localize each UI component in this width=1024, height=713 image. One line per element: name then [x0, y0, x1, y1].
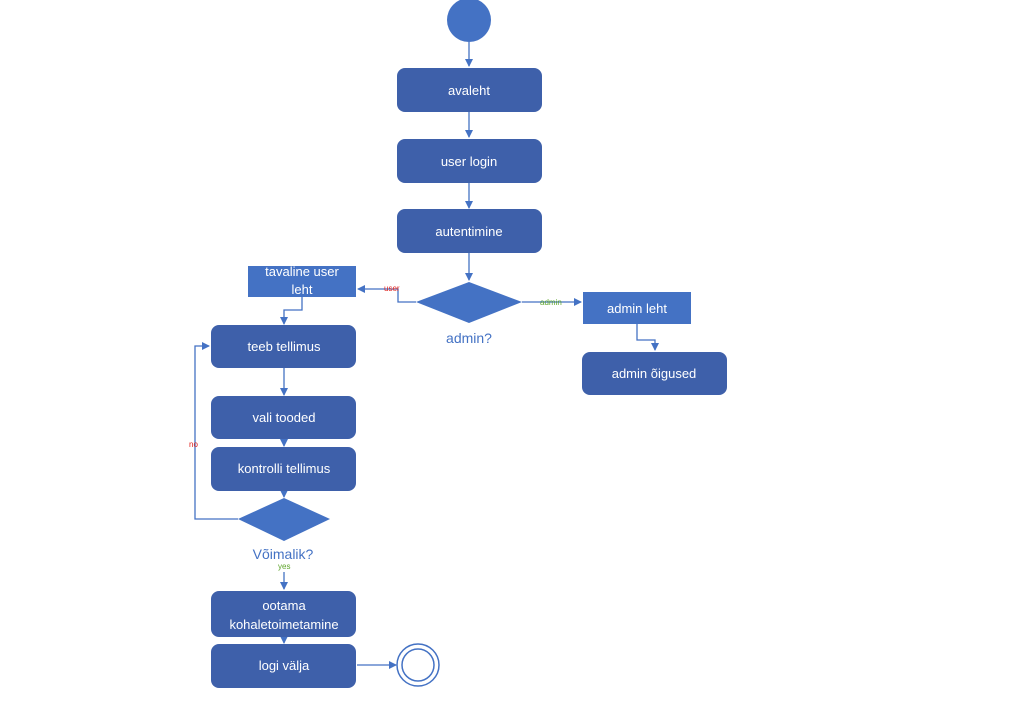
node-autentimine-label: autentimine	[435, 224, 502, 239]
node-ootama-label-line1: ootama	[262, 598, 306, 613]
edge-adminleht-oigused	[636, 324, 659, 351]
start-node	[447, 0, 491, 42]
node-tavaline-label-line2: leht	[292, 282, 313, 297]
node-autentimine: autentimine	[397, 209, 542, 253]
node-kontrolli-tellimus-label: kontrolli tellimus	[238, 461, 331, 476]
edge-decision-user	[357, 285, 416, 303]
node-ootama-label-line2: kohaletoimetamine	[229, 617, 338, 632]
node-logi-valja: logi välja	[211, 644, 356, 688]
node-teeb-tellimus-label: teeb tellimus	[248, 339, 321, 354]
node-vali-tooded: vali tooded	[211, 396, 356, 439]
node-teeb-tellimus: teeb tellimus	[211, 325, 356, 368]
end-node	[396, 643, 440, 687]
edge-label-no: no	[189, 440, 198, 449]
edge-voimalik-no-loop	[194, 342, 238, 520]
edges	[194, 42, 659, 669]
edge-label-yes: yes	[278, 562, 290, 571]
node-avaleht: avaleht	[397, 68, 542, 112]
node-vali-tooded-label: vali tooded	[253, 410, 316, 425]
edge-label-admin: admin	[540, 298, 562, 307]
node-tavaline-label-line1: tavaline user	[265, 264, 339, 279]
decision-voimalik-label: Võimalik?	[253, 546, 314, 562]
decision-admin	[416, 282, 522, 323]
node-tavaline-user-leht: tavaline user leht	[248, 264, 356, 297]
node-user-login-label: user login	[441, 154, 497, 169]
node-avaleht-label: avaleht	[448, 83, 490, 98]
node-ootama-kohaletoimetamine: ootama kohaletoimetamine	[211, 591, 356, 637]
node-admin-leht: admin leht	[583, 292, 691, 324]
decision-voimalik	[238, 498, 330, 541]
node-admin-oigused: admin õigused	[582, 352, 727, 395]
node-logi-valja-label: logi välja	[259, 658, 310, 673]
decision-admin-label: admin?	[446, 330, 492, 346]
node-user-login: user login	[397, 139, 542, 183]
edge-label-user: user	[384, 284, 400, 293]
node-kontrolli-tellimus: kontrolli tellimus	[211, 447, 356, 491]
node-admin-oigused-label: admin õigused	[612, 366, 697, 381]
edge-tavaline-teeb	[280, 297, 303, 325]
node-admin-leht-label: admin leht	[607, 301, 667, 316]
